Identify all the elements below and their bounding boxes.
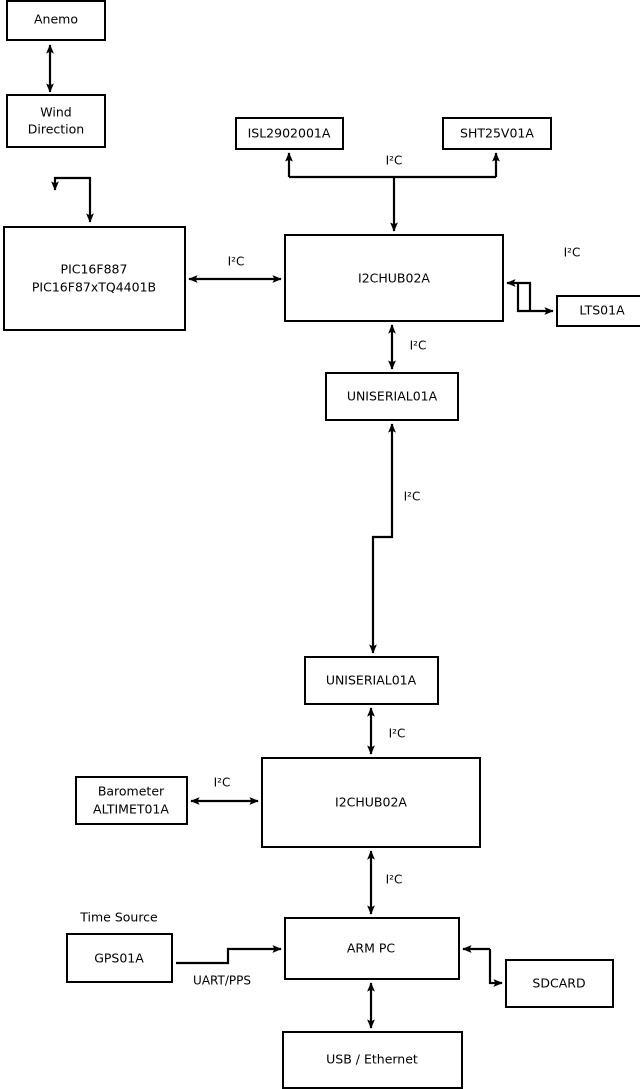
node-i2chub02a-top[interactable] (284, 234, 504, 322)
node-sdcard[interactable] (505, 959, 614, 1008)
node-isl2902001a-label: ISL2902001A (248, 126, 331, 141)
node-pic-label-line1: PIC16F887 (61, 262, 128, 277)
node-i2chub02a-bottom[interactable] (261, 757, 481, 848)
edge-label-gps-to-armpc: UART/PPS (193, 974, 251, 988)
node-lts01a[interactable] (556, 295, 640, 327)
node-gps01a[interactable] (66, 933, 173, 983)
node-isl2902001a[interactable] (235, 117, 344, 150)
node-uniserial01a-lower-label: UNISERIAL01A (326, 673, 417, 688)
node-sht25v01a-label: SHT25V01A (460, 126, 534, 141)
node-arm-pc[interactable] (284, 917, 460, 980)
edge-label-uniserial-link: I²C (404, 490, 421, 504)
node-uniserial01a-upper-label: UNISERIAL01A (347, 389, 438, 404)
connector-gps-armpc (176, 945, 282, 965)
node-usb-ethernet-label: USB / Ethernet (326, 1052, 418, 1067)
node-gps01a-label: GPS01A (94, 951, 144, 966)
edge-label-hub-to-uniserial: I²C (410, 339, 427, 353)
node-barometer-label-line1: Barometer (98, 784, 165, 799)
node-sht25v01a[interactable] (442, 117, 552, 150)
node-anemo-label: Anemo (34, 12, 78, 27)
node-barometer-altimet01a[interactable] (75, 776, 188, 825)
connector-lts-to-hubtop (506, 279, 532, 311)
connector-uniserial-link (369, 423, 396, 654)
label-time-source: Time Source (79, 910, 158, 925)
node-pic[interactable] (3, 226, 186, 331)
node-uniserial01a-lower[interactable] (304, 656, 439, 705)
edge-label-hub-to-lts: I²C (564, 246, 581, 260)
connector-winddirection-pic (51, 176, 94, 223)
node-wind-direction-label-line1: Wind (40, 105, 71, 120)
node-pic-label-line2: PIC16F87xTQ4401B (32, 280, 156, 295)
node-sdcard-label: SDCARD (532, 976, 585, 991)
edge-label-barometer-to-hub: I²C (214, 776, 231, 790)
connector-hubtop-to-lts (516, 283, 554, 315)
node-anemo[interactable] (6, 0, 106, 41)
edge-label-uniserial-to-hub-bottom: I²C (389, 727, 406, 741)
node-usb-ethernet[interactable] (282, 1031, 463, 1089)
node-uniserial01a-upper[interactable] (325, 372, 459, 421)
node-i2chub02a-bottom-label: I2CHUB02A (335, 795, 407, 810)
node-barometer-label-line2: ALTIMET01A (93, 802, 169, 817)
node-lts01a-label: LTS01A (579, 303, 625, 318)
edge-label-sensor-bus: I²C (386, 154, 403, 168)
node-i2chub02a-top-label: I2CHUB02A (358, 271, 430, 286)
edge-label-hub-to-armpc: I²C (386, 873, 403, 887)
connector-armpc-to-sdcard (488, 949, 503, 987)
node-wind-direction-label-line2: Direction (28, 122, 84, 137)
node-arm-pc-label: ARM PC (347, 941, 396, 956)
node-wind-direction[interactable] (6, 94, 106, 148)
edge-label-pic-to-hub: I²C (228, 255, 245, 269)
